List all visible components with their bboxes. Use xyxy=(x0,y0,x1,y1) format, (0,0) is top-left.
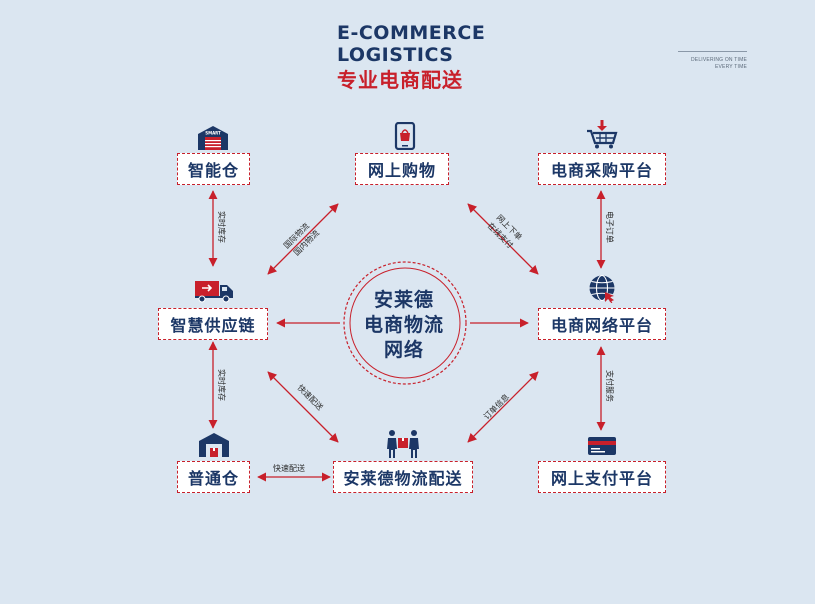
node-logistics-delivery: 安莱德物流配送 xyxy=(333,461,473,493)
edge-label-delivery-network: 订单信息 xyxy=(481,392,511,422)
tagline-divider xyxy=(678,51,747,52)
node-online-payment: 网上支付平台 xyxy=(538,461,666,493)
globe-network-icon xyxy=(589,274,615,303)
center-line2: 电商物流 xyxy=(363,314,444,336)
title-en-line2: LOGISTICS xyxy=(337,44,454,66)
edge-supply-delivery xyxy=(267,371,339,443)
mobile-shopping-icon xyxy=(394,122,416,150)
node-regular-warehouse: 普通仓 xyxy=(177,461,250,493)
edge-label-network-payment: 支付服务 xyxy=(605,370,615,402)
warehouse-icon xyxy=(199,433,229,457)
edge-network-delivery xyxy=(467,371,539,443)
smart-sign-text: SMART xyxy=(205,131,221,136)
edge-label-warehouse-supply-top: 实时库存 xyxy=(217,211,227,243)
shopping-cart-icon xyxy=(587,120,618,149)
edge-label-supply-delivery: 快速配送 xyxy=(296,382,326,412)
center-outer-ring xyxy=(343,261,467,385)
edge-label-warehouse-delivery: 快速配送 xyxy=(273,463,305,473)
edge-label-procurement-network: 电子订单 xyxy=(605,211,615,243)
smart-warehouse-icon: SMART xyxy=(198,126,228,150)
center-inner-ring xyxy=(349,267,461,379)
center-title: 安莱德 电商物流 网络 xyxy=(341,288,467,363)
delivery-truck-icon xyxy=(195,281,233,303)
credit-card-icon xyxy=(588,437,616,455)
edge-shopping-network xyxy=(467,203,539,275)
node-ecommerce-network: 电商网络平台 xyxy=(538,308,666,340)
title-en-line1: E-COMMERCE xyxy=(337,22,486,44)
edge-label-warehouse-supply-bottom: 实时库存 xyxy=(217,369,227,401)
node-smart-supply-chain: 智慧供应链 xyxy=(158,308,268,340)
tagline-line2: EVERY TIME xyxy=(714,64,747,70)
node-ecommerce-procurement: 电商采购平台 xyxy=(538,153,666,185)
node-smart-warehouse: 智能仓 xyxy=(177,153,250,185)
node-online-shopping: 网上购物 xyxy=(355,153,449,185)
edge-shopping-supply xyxy=(267,203,339,275)
tagline-line1: DELIVERING ON TIME xyxy=(690,57,747,63)
center-line3: 网络 xyxy=(383,339,424,361)
title-cn: 专业电商配送 xyxy=(337,68,463,92)
delivery-people-icon xyxy=(387,430,419,458)
center-line1: 安莱德 xyxy=(373,289,434,311)
